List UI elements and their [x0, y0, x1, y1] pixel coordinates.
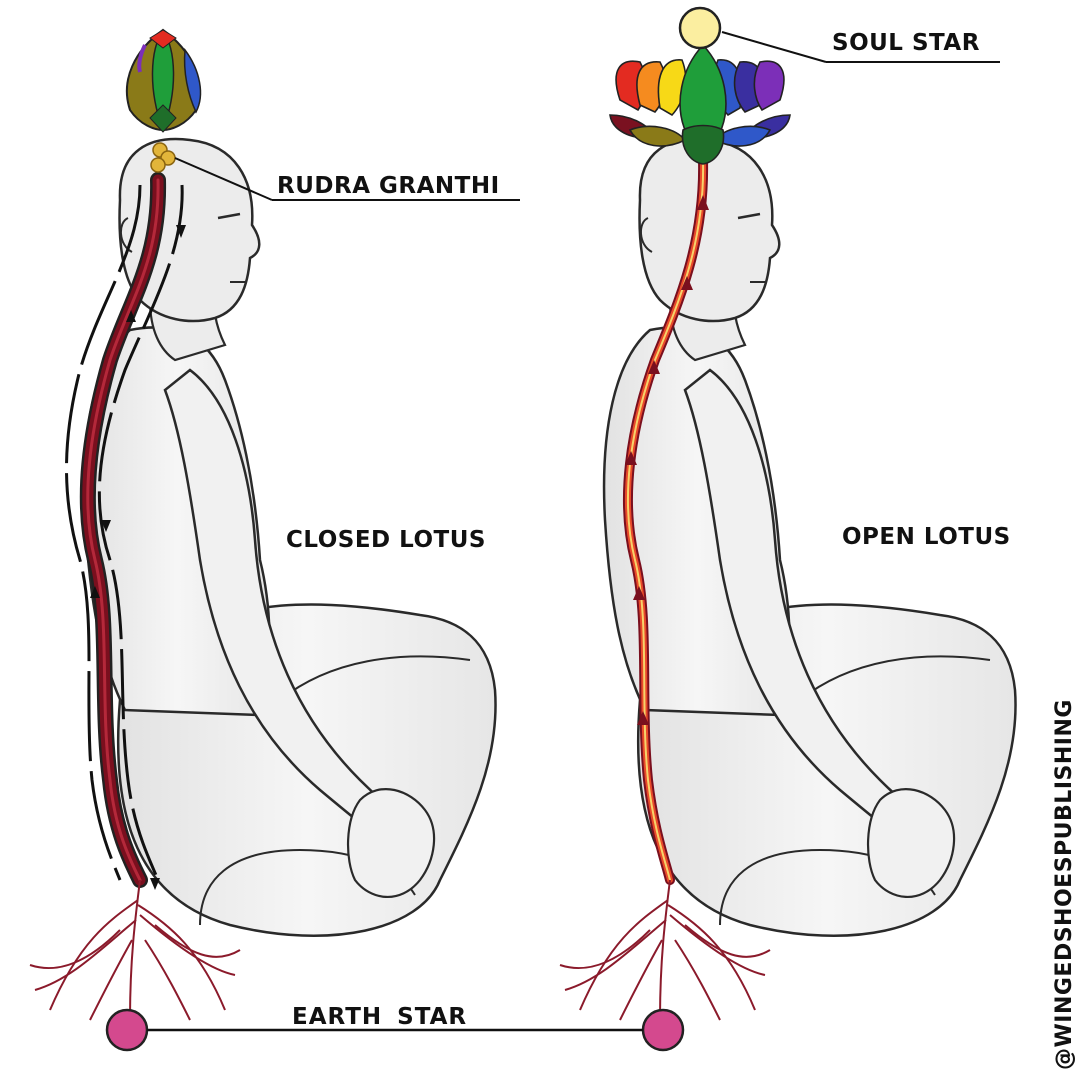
credit-watermark: @WINGEDSHOESPUBLISHING	[1052, 699, 1077, 1070]
soul-star	[678, 6, 722, 50]
right-figure-head	[638, 137, 781, 323]
earth-star-label: EARTH STAR	[292, 1004, 468, 1030]
left-figure	[29, 28, 520, 1052]
right-figure-hand	[867, 788, 956, 898]
closed-lotus-label: CLOSED LOTUS	[286, 527, 486, 553]
rudra-granthi-knot	[150, 142, 176, 173]
left-figure-hand	[347, 788, 436, 898]
closed-lotus-bud	[125, 28, 202, 133]
left-circulation-arrows	[97, 184, 184, 881]
left-earth-star	[105, 1008, 149, 1052]
open-lotus-flower	[609, 43, 791, 165]
left-roots	[29, 879, 241, 1021]
right-upward-arrows	[625, 195, 709, 725]
soul-star-label: SOUL STAR	[832, 30, 980, 56]
right-earth-star	[641, 1008, 685, 1052]
right-figure	[559, 6, 1017, 1052]
open-lotus-label: OPEN LOTUS	[842, 524, 1011, 550]
rudra-granthi-label: RUDRA GRANTHI	[277, 173, 500, 199]
right-roots	[559, 879, 771, 1021]
